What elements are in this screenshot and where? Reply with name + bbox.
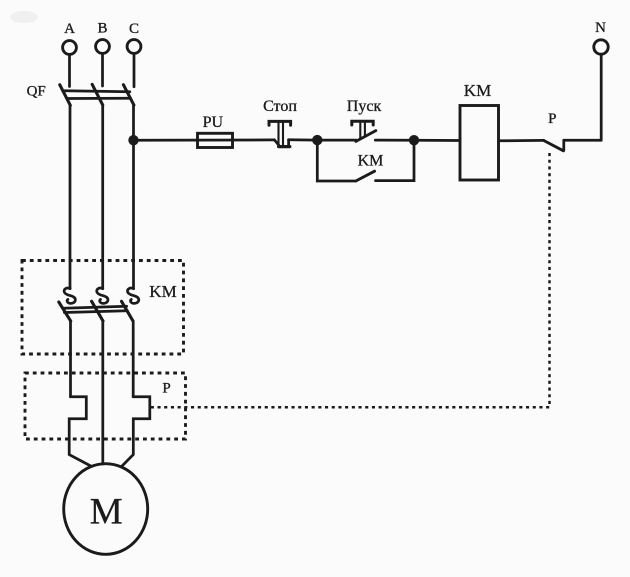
svg-text:P: P — [162, 380, 170, 396]
svg-text:C: C — [129, 21, 139, 37]
svg-text:KM: KM — [358, 153, 384, 170]
svg-text:Стоп: Стоп — [263, 98, 297, 115]
svg-text:QF: QF — [27, 83, 46, 99]
svg-text:KM: KM — [464, 81, 491, 100]
svg-text:PU: PU — [203, 114, 224, 131]
svg-text:Пуск: Пуск — [347, 98, 382, 115]
svg-text:A: A — [64, 21, 75, 37]
svg-text:KM: KM — [149, 282, 176, 301]
svg-text:N: N — [595, 20, 606, 36]
svg-text:М: М — [90, 491, 123, 532]
svg-text:P: P — [548, 111, 556, 127]
svg-text:B: B — [97, 21, 107, 37]
